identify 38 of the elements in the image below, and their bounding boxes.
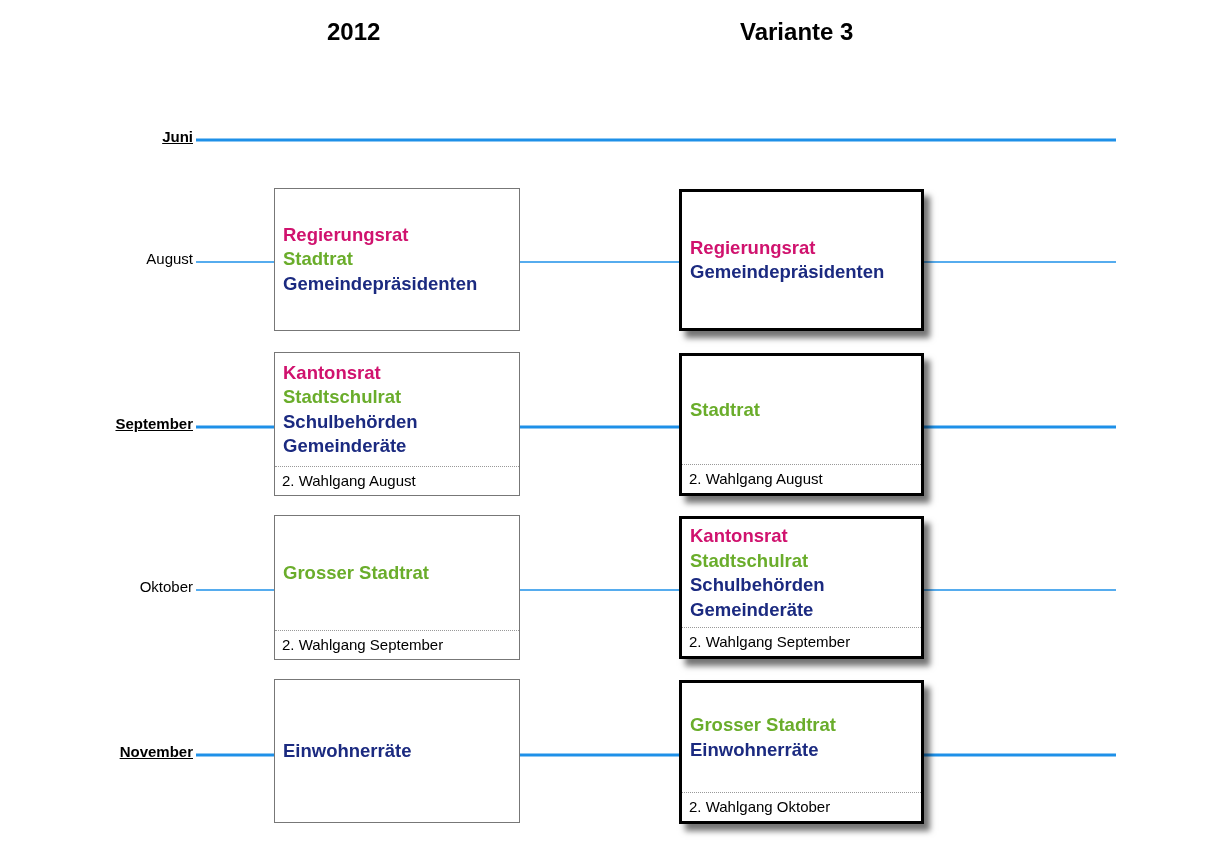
- authority-name: Gemeindepräsidenten: [283, 271, 478, 296]
- authority-name: Regierungsrat: [283, 222, 409, 247]
- election-box: [679, 516, 924, 659]
- month-label: Oktober: [139, 578, 193, 595]
- authority-name: Stadtschulrat: [690, 548, 809, 573]
- authority-name: Kantonsrat: [690, 524, 788, 548]
- runoff-note: 2. Wahlgang August: [275, 466, 519, 495]
- month-label: Juni: [162, 128, 193, 145]
- runoff-note: 2. Wahlgang Oktober: [682, 792, 921, 821]
- authority-name: Kantonsrat: [283, 360, 381, 385]
- month-label: November: [119, 743, 193, 760]
- runoff-note: 2. Wahlgang August: [682, 464, 921, 493]
- election-box: [274, 679, 520, 823]
- authority-name: Stadtschulrat: [283, 385, 402, 409]
- authority-name: Stadtrat: [283, 247, 353, 272]
- month-label: September: [115, 415, 193, 432]
- month-label: August: [146, 250, 193, 267]
- election-box: [274, 352, 520, 496]
- authority-name: Grosser Stadtrat: [690, 713, 836, 737]
- authority-name: Gemeinderäte: [283, 434, 407, 458]
- authority-name: Grosser Stadtrat: [283, 560, 429, 585]
- column-heading: Variante 3: [740, 18, 854, 46]
- authority-name: Gemeindepräsidenten: [690, 260, 885, 284]
- authority-name: Regierungsrat: [690, 235, 816, 260]
- election-box: [679, 189, 924, 331]
- election-box: [679, 680, 924, 824]
- authority-name: Einwohnerräte: [283, 738, 412, 763]
- runoff-note: 2. Wahlgang September: [275, 630, 519, 659]
- election-box: [679, 353, 924, 496]
- authority-name: Gemeinderäte: [690, 597, 814, 622]
- runoff-note: 2. Wahlgang September: [682, 627, 921, 656]
- authority-name: Einwohnerräte: [690, 737, 819, 762]
- election-box: [274, 515, 520, 660]
- authority-name: Stadtrat: [690, 397, 760, 422]
- election-box: [274, 188, 520, 331]
- authority-name: Schulbehörden: [283, 409, 418, 434]
- authority-name: Schulbehörden: [690, 573, 825, 597]
- column-heading: 2012: [327, 18, 381, 46]
